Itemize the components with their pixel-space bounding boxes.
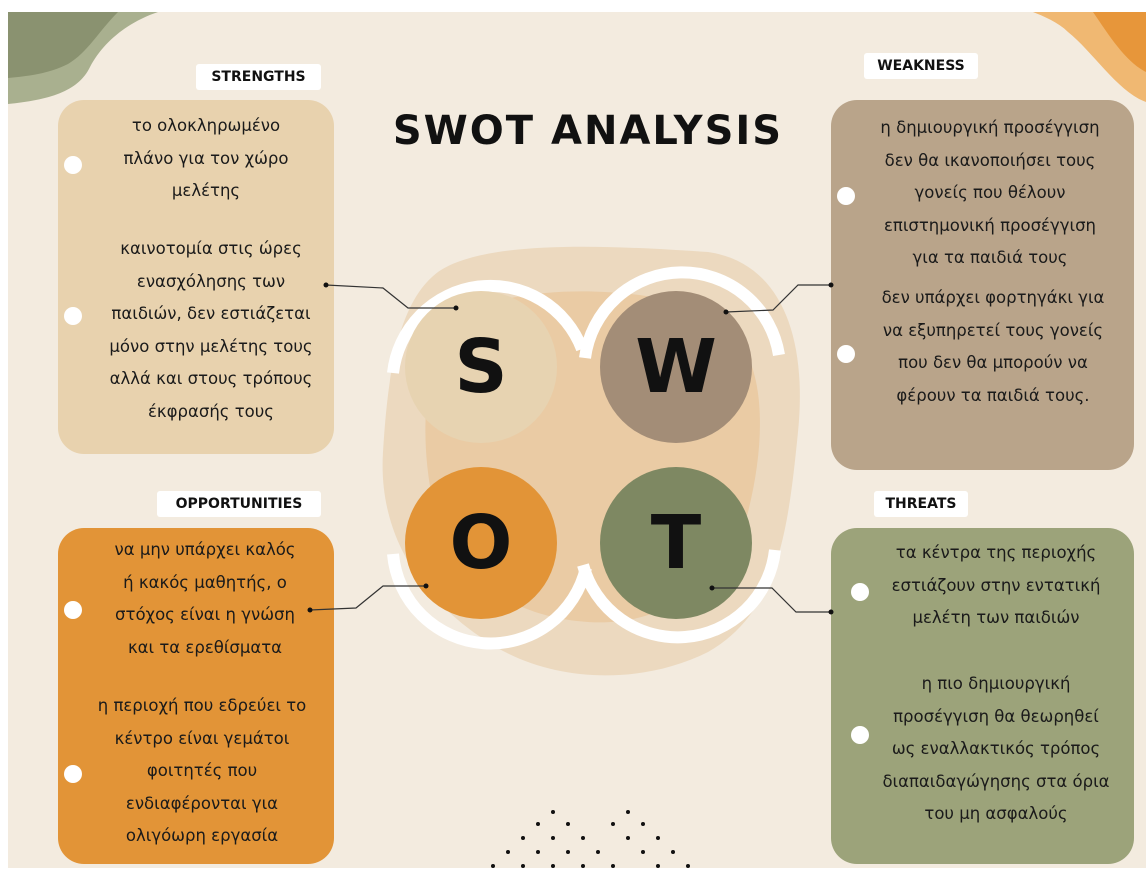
connector-opportunities [309, 585, 426, 611]
strengths-bullet-1 [64, 156, 82, 174]
letter-t: T [650, 500, 702, 586]
circle-w [600, 291, 752, 443]
connector-strengths [325, 284, 456, 309]
strengths-bullet-2 [64, 307, 82, 325]
connector-threats [712, 587, 831, 613]
circle-s [405, 291, 557, 443]
connector-weakness [725, 284, 831, 313]
dot-pattern [491, 810, 690, 868]
opportunities-bullet-2 [64, 765, 82, 783]
weakness-bullet-1 [837, 187, 855, 205]
page-title: SWOT ANALYSIS [392, 108, 784, 154]
circle-o [405, 467, 557, 619]
threats-bullet-2 [851, 726, 869, 744]
threats-label: THREATS [874, 491, 968, 517]
swot-circles [307, 266, 834, 650]
weakness-bullet-2 [837, 345, 855, 363]
letter-o: O [449, 500, 513, 586]
strengths-label: STRENGTHS [196, 64, 321, 90]
opportunities-label: OPPORTUNITIES [157, 491, 321, 517]
threats-bullet-1 [851, 583, 869, 601]
letter-s: S [454, 324, 508, 410]
weakness-label: WEAKNESS [864, 53, 978, 79]
opportunities-bullet-1 [64, 601, 82, 619]
top-left-blob-inner [8, 12, 118, 78]
letter-w: W [635, 324, 717, 410]
circle-t [600, 467, 752, 619]
top-right-blob-inner [1093, 12, 1146, 72]
